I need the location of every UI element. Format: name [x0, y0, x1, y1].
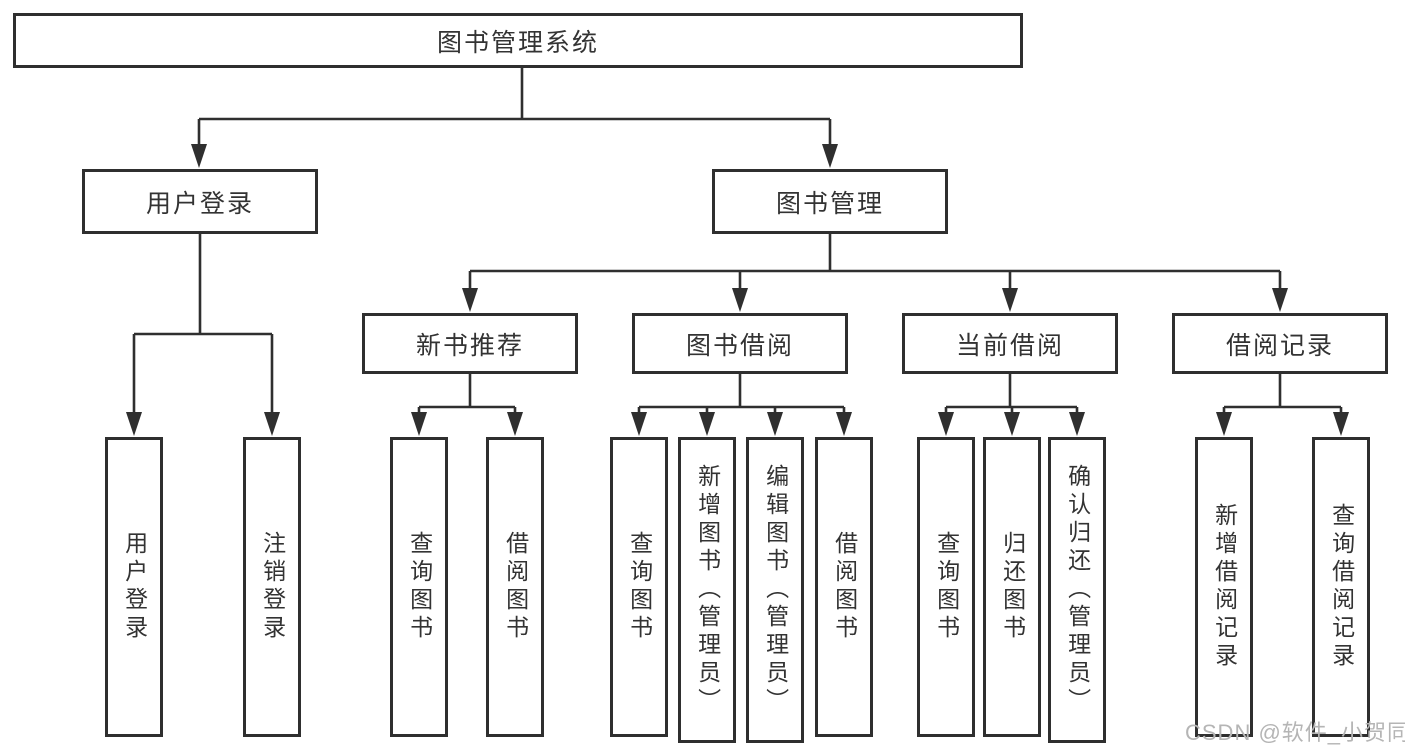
leaf-logout: 注销登录 [243, 437, 301, 737]
node-user-login: 用户登录 [82, 169, 318, 234]
leaf-return-books: 归还图书 [983, 437, 1041, 737]
node-current-borrow-label: 当前借阅 [955, 331, 1064, 360]
node-book-borrow-label: 图书借阅 [685, 331, 794, 360]
leaf-newbook-borrow-books-label: 借阅图书 [502, 531, 529, 643]
leaf-edit-books-admin: 编辑图书（管理员） [746, 437, 804, 743]
node-current-borrow: 当前借阅 [902, 313, 1118, 374]
leaf-logout-label: 注销登录 [259, 531, 286, 643]
leaf-add-books-admin-label: 新增图书（管理员） [694, 464, 721, 716]
node-new-book-recommend: 新书推荐 [362, 313, 578, 374]
leaf-add-borrow-record-label: 新增借阅记录 [1211, 503, 1238, 671]
leaf-borrow-books-label: 借阅图书 [831, 531, 858, 643]
leaf-add-borrow-record: 新增借阅记录 [1195, 437, 1253, 737]
leaf-borrow-query-books-label: 查询图书 [626, 531, 653, 643]
leaf-newbook-query-books-label: 查询图书 [406, 531, 433, 643]
leaf-confirm-return-admin: 确认归还（管理员） [1048, 437, 1106, 743]
root-node-library-system: 图书管理系统 [13, 13, 1023, 68]
node-user-login-label: 用户登录 [145, 189, 254, 218]
leaf-confirm-return-admin-label: 确认归还（管理员） [1064, 464, 1091, 716]
arrowheads [126, 144, 1349, 436]
leaf-current-query-books-label: 查询图书 [933, 531, 960, 643]
leaf-newbook-borrow-books: 借阅图书 [486, 437, 544, 737]
leaf-borrow-query-books: 查询图书 [610, 437, 668, 737]
leaf-current-query-books: 查询图书 [917, 437, 975, 737]
root-node-label: 图书管理系统 [436, 28, 599, 57]
leaf-user-login: 用户登录 [105, 437, 163, 737]
node-book-borrow: 图书借阅 [632, 313, 848, 374]
leaf-return-books-label: 归还图书 [999, 531, 1026, 643]
node-borrow-records: 借阅记录 [1172, 313, 1388, 374]
leaf-borrow-books: 借阅图书 [815, 437, 873, 737]
node-borrow-records-label: 借阅记录 [1225, 331, 1334, 360]
leaf-edit-books-admin-label: 编辑图书（管理员） [762, 464, 789, 716]
leaf-query-borrow-record-label: 查询借阅记录 [1328, 503, 1355, 671]
csdn-watermark: CSDN @软件_小贺同学 [1185, 720, 1405, 745]
node-book-management-label: 图书管理 [775, 189, 884, 218]
leaf-newbook-query-books: 查询图书 [390, 437, 448, 737]
leaf-query-borrow-record: 查询借阅记录 [1312, 437, 1370, 737]
leaf-add-books-admin: 新增图书（管理员） [678, 437, 736, 743]
node-book-management: 图书管理 [712, 169, 948, 234]
leaf-user-login-label: 用户登录 [121, 531, 148, 643]
node-new-book-recommend-label: 新书推荐 [415, 331, 524, 360]
